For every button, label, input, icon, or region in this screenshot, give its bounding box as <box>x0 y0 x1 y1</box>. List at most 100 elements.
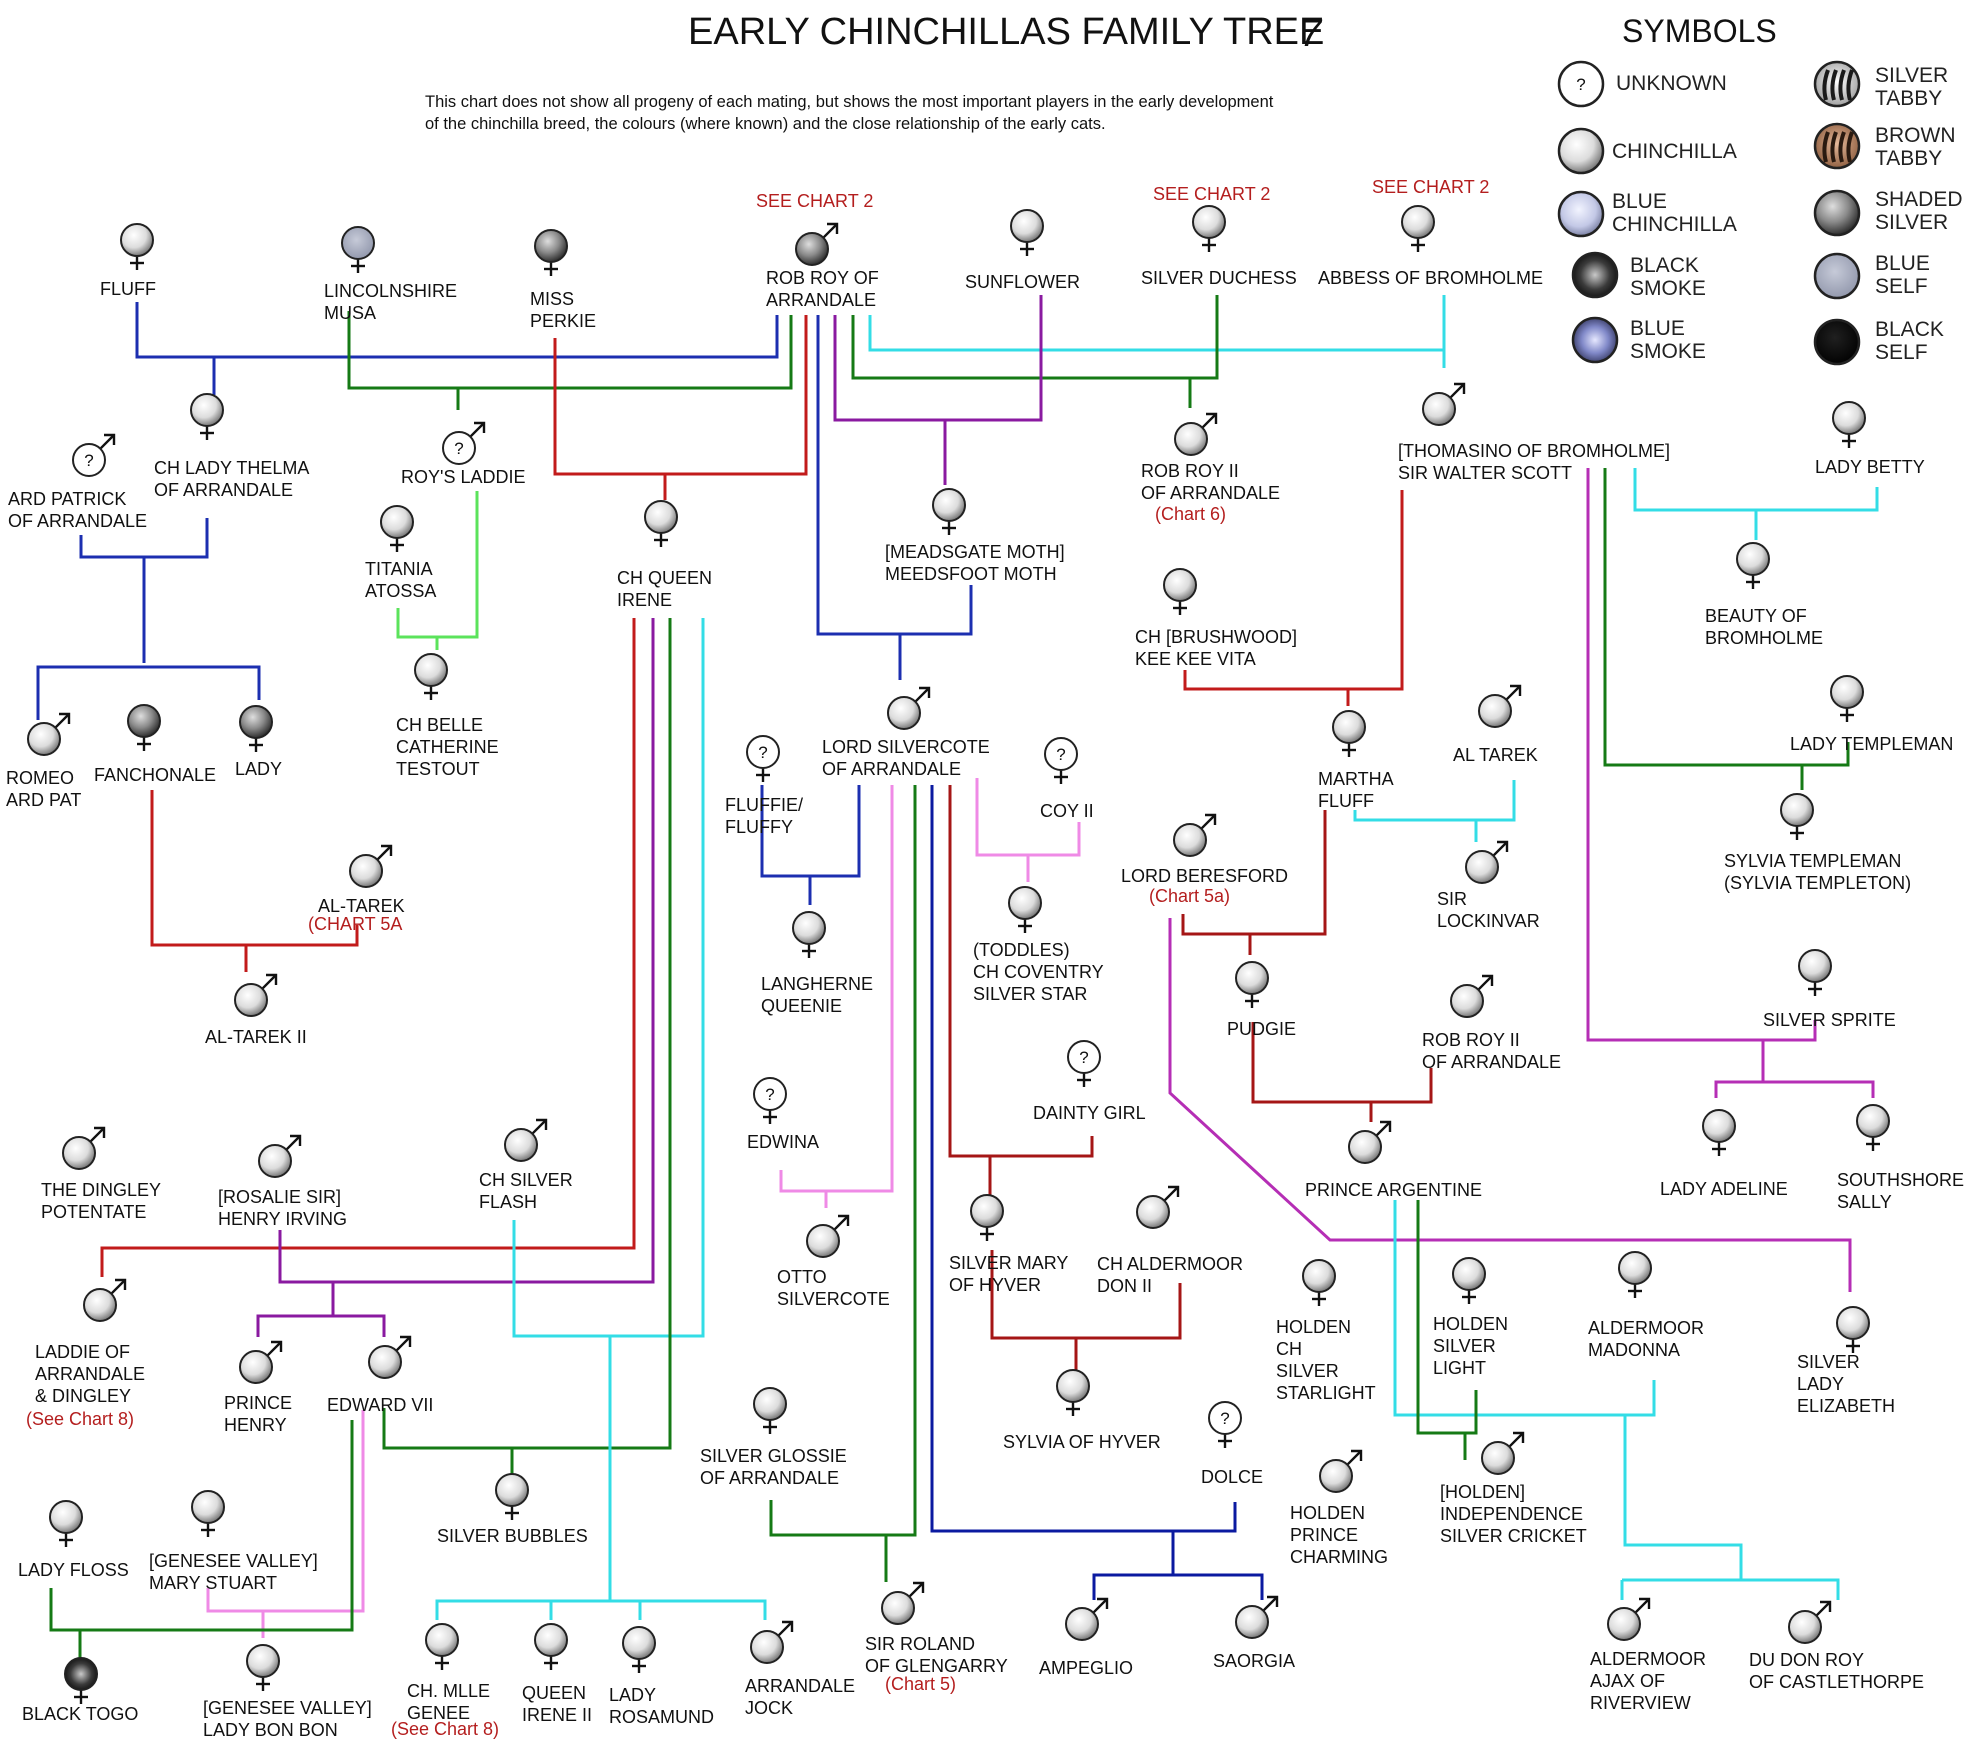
cat-label-lockinvar-line: SIR <box>1437 889 1467 909</box>
cat-node-roys-laddie: ?ROY'S LADDIE <box>401 421 525 487</box>
cat-label-holden-light-line: LIGHT <box>1433 1358 1486 1378</box>
toddles-female-icon <box>1008 886 1042 933</box>
legend-label-blue-smoke-line: SMOKE <box>1630 340 1706 363</box>
relationship-line <box>347 311 793 390</box>
cat-label-meedsfoot: [MEADSGATE MOTH]MEEDSFOOT MOTH <box>885 542 1065 584</box>
miss-perkie-female-icon <box>534 229 568 276</box>
relationship-line <box>36 665 261 720</box>
cat-label-lockinvar-line: LOCKINVAR <box>1437 911 1540 931</box>
cat-label-silver-glossie-line: OF ARRANDALE <box>700 1468 839 1488</box>
relationship-line <box>1416 1200 1478 1435</box>
cat-label-silver-duchess-line: SILVER DUCHESS <box>1141 268 1297 288</box>
cat-label-silver-flash-line: CH SILVER <box>479 1170 573 1190</box>
relationship-line <box>1092 1573 1264 1600</box>
cat-label-lady-line: LADY <box>235 759 282 779</box>
cat-label-ajax-line: ALDERMOOR <box>1590 1649 1706 1669</box>
cat-label-queen-irene-line: CH QUEEN <box>617 568 712 588</box>
cat-node-lady-bon-bon: [GENESEE VALLEY]LADY BON BON <box>203 1644 372 1740</box>
cat-label-laddie-line: & DINGLEY <box>35 1386 131 1406</box>
cat-label-dingley-line: POTENTATE <box>41 1202 146 1222</box>
legend-item-unknown: ?UNKNOWN <box>1557 60 1727 108</box>
legend-label-blue-smoke-line: BLUE <box>1630 317 1685 340</box>
dingley-male-icon <box>62 1126 106 1170</box>
cat-label-coy: COY II <box>1040 801 1094 821</box>
blue-self-symbol-icon <box>1813 252 1861 300</box>
cat-label-silver-duchess: SILVER DUCHESS <box>1141 268 1297 288</box>
cat-note-al-tarek: (CHART 5A <box>308 914 402 934</box>
relationship-line <box>278 618 655 1284</box>
silver-mary-female-icon <box>970 1194 1004 1241</box>
lady-rosamund-female-icon <box>622 1626 656 1673</box>
cat-node-al-tarek: AL-TAREK(CHART 5A <box>308 844 405 934</box>
relationship-line <box>1763 1080 1875 1098</box>
cat-label-silver-flash-line: FLASH <box>479 1192 537 1212</box>
svg-text:?: ? <box>1576 75 1585 94</box>
cat-label-silver-cricket-line: [HOLDEN] <box>1440 1482 1525 1502</box>
cat-label-silver-lady-elizabeth-line: LADY <box>1797 1374 1844 1394</box>
cat-label-arrandale-jock-line: JOCK <box>745 1698 793 1718</box>
black-self-symbol-icon <box>1813 318 1861 366</box>
sir-roland-male-icon <box>881 1581 925 1625</box>
prince-henry-male-icon <box>239 1340 283 1384</box>
unknown-symbol-icon: ? <box>1557 60 1605 108</box>
cat-label-sunflower: SUNFLOWER <box>965 272 1080 292</box>
aldermoor-don-male-icon <box>1136 1185 1180 1229</box>
cat-label-lady-rosamund-line: LADY <box>609 1685 656 1705</box>
abbess-female-icon <box>1401 205 1435 252</box>
cat-label-prince-henry-line: HENRY <box>224 1415 287 1435</box>
prince-charming-male-icon <box>1319 1449 1363 1493</box>
legend-label-black-smoke-line: SMOKE <box>1630 277 1706 300</box>
chinchilla-symbol-icon <box>1557 127 1605 175</box>
cat-label-fluff: FLUFF <box>100 279 156 299</box>
cat-label-rob-roy-ii-b-line: ROB ROY II <box>1422 1030 1520 1050</box>
prince-argentine-male-icon <box>1348 1120 1392 1164</box>
cat-label-miss-perkie-line: PERKIE <box>530 311 596 331</box>
silver-lady-elizabeth-female-icon <box>1836 1306 1870 1353</box>
cat-label-belle-line: CH BELLE <box>396 715 483 735</box>
unknown-mark: ? <box>1079 1048 1088 1067</box>
cat-label-sylvia-hyver: SYLVIA OF HYVER <box>1003 1432 1161 1452</box>
cat-label-lord-beresford: LORD BERESFORD <box>1121 866 1288 886</box>
lady-betty-female-icon <box>1832 401 1866 448</box>
cat-node-kee-kee: CH [BRUSHWOOD]KEE KEE VITA <box>1135 568 1297 669</box>
cat-label-langherne-line: LANGHERNE <box>761 974 873 994</box>
legend-label-blue-chinchilla-line: CHINCHILLA <box>1612 213 1737 236</box>
cat-label-lady-betty: LADY BETTY <box>1815 457 1925 477</box>
cat-label-edward-vii-line: EDWARD VII <box>327 1395 433 1415</box>
cat-label-otto-line: SILVERCOTE <box>777 1289 890 1309</box>
cat-label-titania-line: TITANIA <box>365 559 433 579</box>
dainty-girl-female-icon: ? <box>1067 1040 1101 1087</box>
cat-label-saorgia: SAORGIA <box>1213 1651 1295 1671</box>
black-smoke-symbol-icon <box>1571 251 1619 299</box>
cat-node-walter-scott: [THOMASINO OF BROMHOLME]SIR WALTER SCOTT <box>1398 382 1670 483</box>
relationship-line <box>948 785 1094 1158</box>
cat-label-silver-bubbles: SILVER BUBBLES <box>437 1526 588 1546</box>
silver-bubbles-female-icon <box>495 1473 529 1520</box>
relationship-line <box>1181 810 1327 936</box>
cat-node-sylvia-templeman: SYLVIA TEMPLEMAN(SYLVIA TEMPLETON) <box>1724 793 1911 893</box>
cat-label-al-tarek-ii-line: AL-TAREK II <box>205 1027 307 1047</box>
cat-node-edward-vii: EDWARD VII <box>327 1335 433 1415</box>
